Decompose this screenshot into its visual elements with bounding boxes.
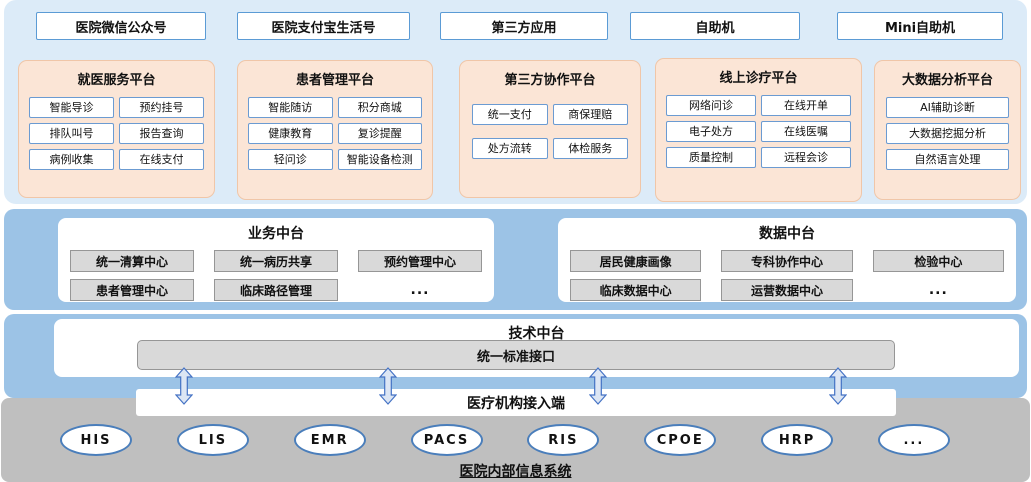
business-middle-platform: 业务中台 统一清算中心 统一病历共享 预约管理中心 患者管理中心 临床路径管理 … <box>58 218 494 302</box>
platform-item: 轻问诊 <box>248 149 333 170</box>
business-center-item: 统一清算中心 <box>70 250 194 272</box>
platform-item: 复诊提醒 <box>337 123 422 144</box>
channel-third-party-app: 第三方应用 <box>440 12 608 40</box>
platform-item: 质量控制 <box>666 147 756 168</box>
platform-item: 预约挂号 <box>119 97 204 118</box>
platform-item: 报告查询 <box>119 123 204 144</box>
business-center-title: 业务中台 <box>248 226 304 242</box>
channel-mini-kiosk: Mini自助机 <box>837 12 1003 40</box>
platform-item: 处方流转 <box>472 138 548 159</box>
platform-item: 自然语言处理 <box>886 149 1009 170</box>
platform-item: 网络问诊 <box>666 95 756 116</box>
platform-item: 在线开单 <box>761 95 851 116</box>
platform-item: 大数据挖掘分析 <box>886 123 1009 144</box>
bidirectional-arrow-icon <box>829 367 847 405</box>
data-center-title: 数据中台 <box>759 226 815 242</box>
platform-online-diagnosis: 线上诊疗平台 网络问诊 在线开单 电子处方 在线医嘱 质量控制 远程会诊 <box>655 58 862 202</box>
platform-item: 商保理赔 <box>552 104 628 125</box>
bidirectional-arrow-icon <box>589 367 607 405</box>
platform-item: AI辅助诊断 <box>886 97 1009 118</box>
bidirectional-arrow-icon <box>379 367 397 405</box>
platform-title: 线上诊疗平台 <box>719 71 798 86</box>
business-center-item: 统一病历共享 <box>214 250 338 272</box>
platform-item: 积分商城 <box>337 97 422 118</box>
platform-item: 电子处方 <box>666 121 756 142</box>
platform-item: 排队叫号 <box>29 123 114 144</box>
bidirectional-arrow-icon <box>175 367 193 405</box>
platform-title: 大数据分析平台 <box>901 73 993 88</box>
unified-standard-interface: 统一标准接口 <box>137 340 895 370</box>
platform-item: 在线支付 <box>119 149 204 170</box>
platform-item: 统一支付 <box>472 104 548 125</box>
system-emr: EMR <box>293 424 366 456</box>
data-center-more: ... <box>928 282 948 298</box>
business-center-more: ... <box>410 282 430 298</box>
platform-item: 智能设备检测 <box>337 149 422 170</box>
platform-item: 病例收集 <box>29 149 114 170</box>
channel-wechat: 医院微信公众号 <box>36 12 206 40</box>
system-lis: LIS <box>176 424 249 456</box>
platform-item: 在线医嘱 <box>761 121 851 142</box>
platform-big-data-analysis: 大数据分析平台 AI辅助诊断 大数据挖掘分析 自然语言处理 <box>874 60 1021 200</box>
system-cpoe: CPOE <box>644 424 717 456</box>
system-ris: RIS <box>527 424 600 456</box>
platform-title: 就医服务平台 <box>77 73 156 88</box>
system-more: ... <box>877 424 950 456</box>
platform-item: 智能导诊 <box>29 97 114 118</box>
platform-title: 第三方协作平台 <box>504 73 596 88</box>
platform-item: 远程会诊 <box>761 147 851 168</box>
institution-access-bar: 医疗机构接入端 <box>136 389 896 416</box>
internal-systems-label: 医院内部信息系统 <box>459 464 572 480</box>
data-center-item: 居民健康画像 <box>570 250 702 272</box>
data-center-item: 临床数据中心 <box>570 279 702 301</box>
tech-center-title: 技术中台 <box>508 326 565 342</box>
data-center-item: 检验中心 <box>872 250 1004 272</box>
platform-third-party-collaboration: 第三方协作平台 统一支付 商保理赔 处方流转 体检服务 <box>459 60 641 198</box>
business-center-item: 预约管理中心 <box>358 250 482 272</box>
platform-item: 健康教育 <box>248 123 333 144</box>
channel-alipay: 医院支付宝生活号 <box>237 12 410 40</box>
data-center-item: 运营数据中心 <box>721 279 853 301</box>
system-his: HIS <box>60 424 132 456</box>
system-hrp: HRP <box>761 424 834 456</box>
system-pacs: PACS <box>410 424 483 456</box>
data-middle-platform: 数据中台 居民健康画像 专科协作中心 检验中心 临床数据中心 运营数据中心 ..… <box>558 218 1016 302</box>
business-center-item: 临床路径管理 <box>214 279 338 301</box>
platform-title: 患者管理平台 <box>295 73 374 88</box>
platform-patient-management: 患者管理平台 智能随访 积分商城 健康教育 复诊提醒 轻问诊 智能设备检测 <box>237 60 433 200</box>
platform-item: 智能随访 <box>248 97 333 118</box>
internal-systems-row: HIS LIS EMR PACS RIS CPOE HRP ... <box>60 424 950 456</box>
platform-item: 体检服务 <box>552 138 628 159</box>
data-center-item: 专科协作中心 <box>721 250 853 272</box>
platform-medical-service: 就医服务平台 智能导诊 预约挂号 排队叫号 报告查询 病例收集 在线支付 <box>18 60 215 198</box>
business-center-item: 患者管理中心 <box>70 279 194 301</box>
channel-self-service-kiosk: 自助机 <box>630 12 800 40</box>
